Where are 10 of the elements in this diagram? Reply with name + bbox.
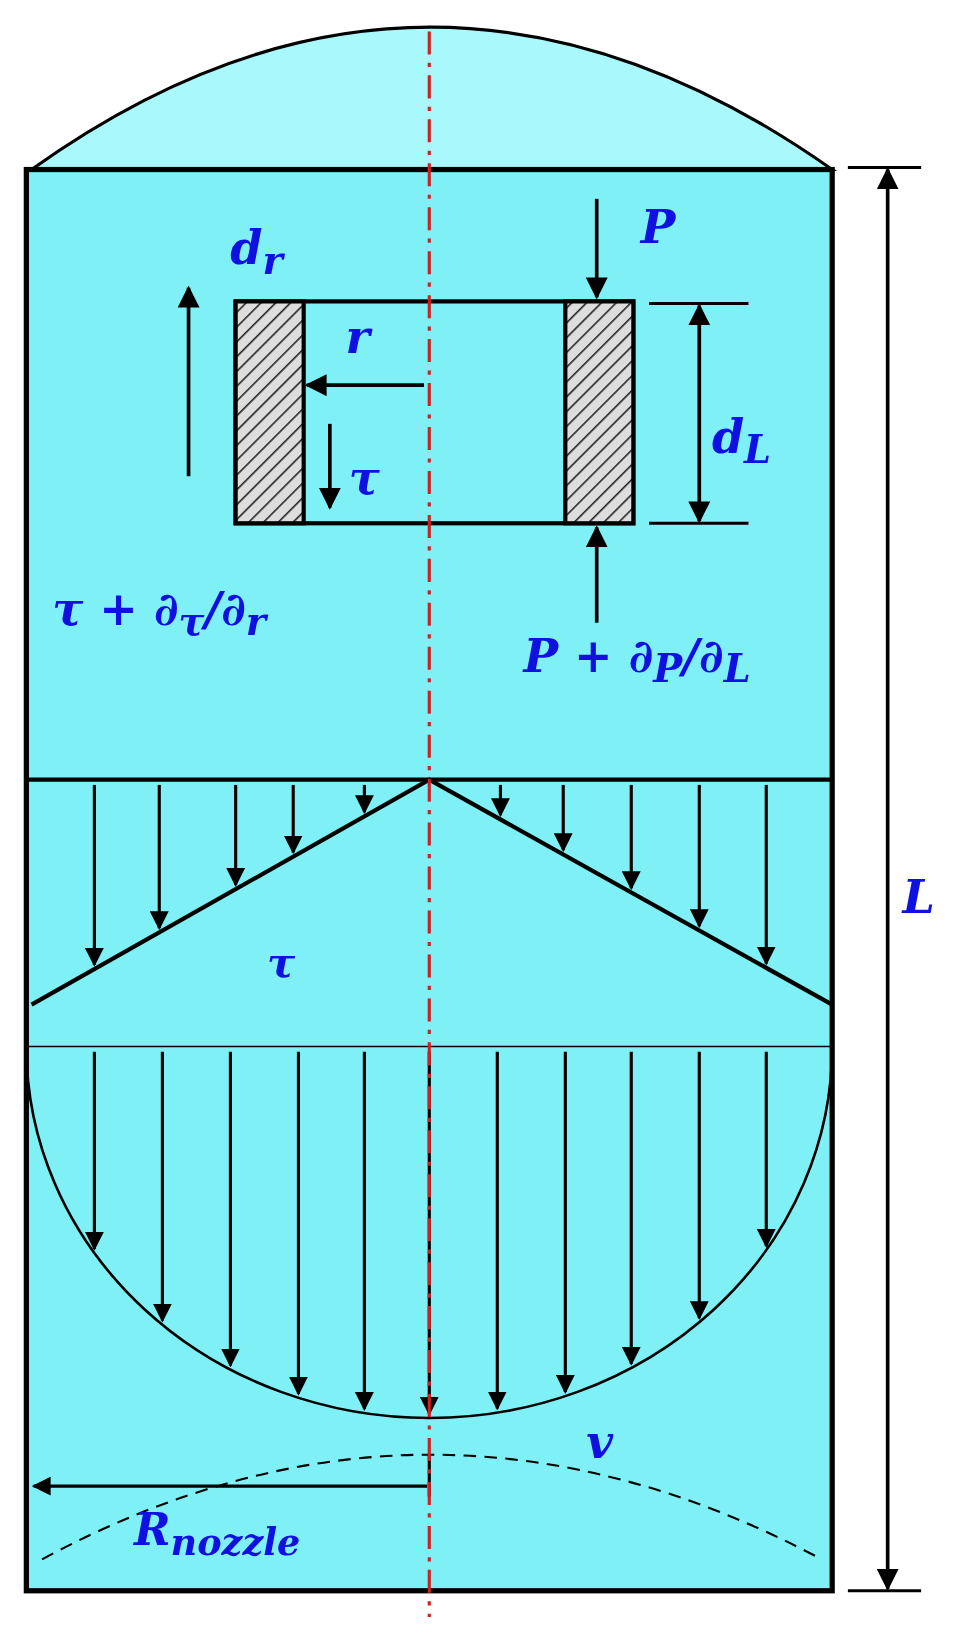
formula-label: P + ∂$_{P}$/∂$_{L}$: [523, 633, 751, 689]
formula-label: τ: [266, 942, 296, 985]
formula-label: P: [640, 204, 676, 251]
formula-label: τ + ∂$_{τ}$/∂$_{r}$: [52, 586, 267, 642]
formula-label: R$_{nozzle}$: [134, 1507, 301, 1561]
formula-label: τ: [348, 455, 380, 502]
formula-label: L: [902, 874, 935, 921]
formula-label: d$_{r}$: [230, 225, 283, 281]
formula-label: d$_{L}$: [711, 413, 772, 470]
formula-label: v: [586, 1418, 614, 1465]
